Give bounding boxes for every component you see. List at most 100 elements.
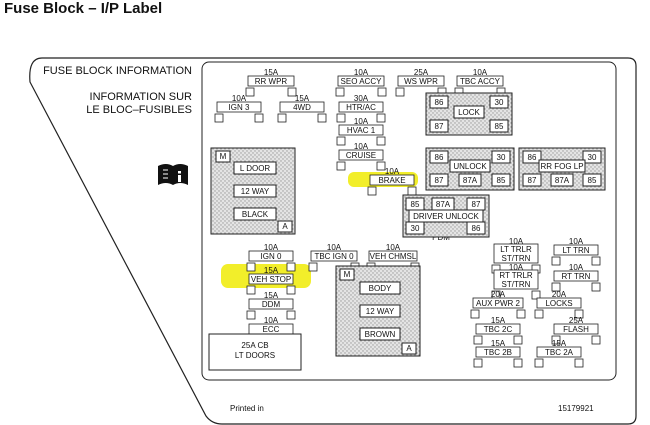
fuse-label-box: [553, 323, 599, 335]
fuse-amp: 10A: [569, 263, 584, 272]
fuse-label-box: [472, 297, 524, 309]
fuse-name: DDM: [262, 300, 281, 309]
fuse-terminal-left: [534, 358, 544, 368]
fuse-amp: 10A: [354, 68, 369, 77]
relay-driver-unlock: 85 87A 87 DRIVER UNLOCK 30 86: [402, 194, 490, 238]
fuse-label-box: [248, 250, 294, 262]
printed-in-text: Printed in: [230, 404, 264, 413]
circuit-breaker-lt-doors: 25A CB LT DOORS: [208, 333, 302, 371]
fuse-label-box: [337, 75, 385, 87]
fuse-label-box: [338, 101, 384, 113]
fuse-name: RT TRLR: [499, 271, 533, 280]
relay-drv-pin-86: 86: [472, 224, 481, 233]
fuse-terminal-left: [473, 335, 483, 345]
fuse-terminal-right: [574, 309, 584, 319]
relay-lock: 86 30 LOCK 87 85: [425, 92, 513, 136]
breaker-amp: 25A CB: [241, 341, 268, 350]
panel-heading: FUSE BLOCK INFORMATION: [43, 65, 192, 77]
fuse-terminal-left: [245, 87, 255, 97]
fuse-name: AUX PWR 2: [476, 299, 521, 308]
fuse-amp: 25A: [569, 316, 584, 325]
fuse-terminal-left: [551, 282, 561, 292]
fuse-name: HVAC 1: [347, 126, 376, 135]
breaker-name: LT DOORS: [235, 351, 275, 360]
connector-body-name: BODY: [369, 284, 392, 293]
fuse-terminal-left: [214, 113, 224, 123]
fuse-name: TBC ACCY: [460, 77, 501, 86]
fuse-name: SEO ACCY: [341, 77, 383, 86]
panel-heading-fr-1: INFORMATION SUR: [90, 91, 193, 103]
relay-lock-pin-86: 86: [435, 98, 444, 107]
fuse-name: VEH CHMSL: [370, 252, 417, 261]
fuse-name: 4WD: [293, 103, 311, 112]
fuse-terminal-left: [367, 186, 377, 196]
fuse-label-box: [553, 270, 599, 282]
relay-rr-fog-pin-85: 85: [588, 176, 597, 185]
fuse-label-box: [310, 250, 358, 262]
fuse-name-line2: ST/TRN: [502, 280, 531, 289]
relay-drv-label: DRIVER UNLOCK: [413, 212, 479, 221]
fuse-amp: 25A: [414, 68, 429, 77]
fuse-terminal-right: [376, 136, 386, 146]
fuse-terminal-left: [308, 262, 318, 272]
fuse-terminal-right: [513, 358, 523, 368]
fuse-terminal-right: [286, 310, 296, 320]
fuse-label-box: [397, 75, 445, 87]
fuse-terminal-left: [335, 87, 345, 97]
relay-unlock: 86 30 UNLOCK 87 87A 85: [425, 147, 515, 191]
fuse-amp: 15A: [295, 94, 310, 103]
relay-unlock-pin-30: 30: [497, 153, 506, 162]
fuse-amp: 15A: [552, 339, 567, 348]
fuse-terminal-right: [591, 282, 601, 292]
fuse-terminal-left: [551, 256, 561, 266]
fuse-name: RR WPR: [255, 77, 288, 86]
fuse-terminal-right: [591, 335, 601, 345]
fuse-name-line2: ST/TRN: [502, 254, 531, 263]
fuse-label-box: [338, 149, 384, 161]
fuse-amp: 10A: [473, 68, 488, 77]
fuse-terminal-left: [470, 309, 480, 319]
fuse-terminal-left: [246, 310, 256, 320]
fuse-terminal-right: [377, 87, 387, 97]
relay-unlock-pin-87: 87: [435, 176, 444, 185]
fuse-label-box: [475, 323, 521, 335]
fuse-terminal-right: [513, 335, 523, 345]
fuse-amp: 10A: [385, 167, 400, 176]
relay-lock-label: LOCK: [458, 108, 480, 117]
fuse-terminal-left: [336, 136, 346, 146]
fuse-amp: 15A: [491, 339, 506, 348]
fuse-amp: 10A: [569, 237, 584, 246]
fuse-name: LT TRLR: [500, 245, 532, 254]
fuse-label-box: [368, 250, 418, 262]
fuse-name: FLASH: [563, 325, 589, 334]
fuse-name: IGN 0: [261, 252, 282, 261]
fuse-label-box: [475, 346, 521, 358]
fuse-amp: 10A: [509, 263, 524, 272]
fuse-terminal-right: [407, 186, 417, 196]
fuse-amp: 15A: [264, 266, 279, 275]
relay-drv-pin-87: 87: [472, 200, 481, 209]
relay-rr-fog-pin-87a: 87A: [555, 176, 570, 185]
fuse-label-box: [248, 273, 294, 285]
fuse-label-box: [338, 124, 384, 136]
relay-lock-pin-85: 85: [495, 122, 504, 131]
fuse-amp: 15A: [491, 316, 506, 325]
relay-rr-fog-pin-87: 87: [528, 176, 537, 185]
fuse-name: CRUISE: [346, 151, 376, 160]
fuse-amp: 20A: [491, 290, 506, 299]
fuse-terminal-left: [246, 285, 256, 295]
fuse-name: LOCKS: [545, 299, 572, 308]
fuse-name: ECC: [263, 325, 280, 334]
connector-body: M BODY 12 WAY BROWN A: [335, 265, 421, 357]
relay-rr-fog-pin-86: 86: [528, 153, 537, 162]
